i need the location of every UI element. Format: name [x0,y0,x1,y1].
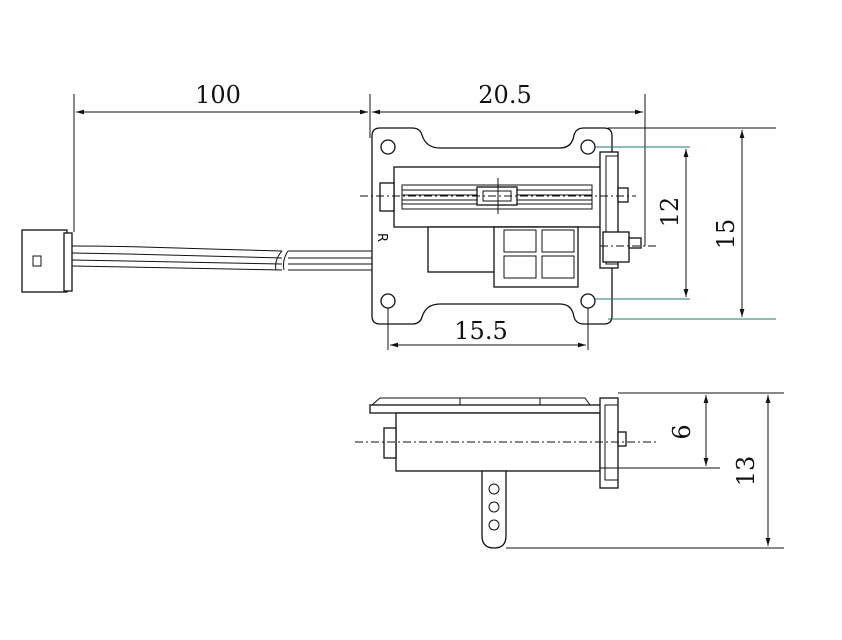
side-view [355,397,656,549]
dim-label-13: 13 [732,456,760,487]
connector [21,229,73,293]
dimension-hole-spacing-h: 15.5 [387,308,589,350]
dimension-side-body: 6 [600,392,720,469]
top-view: R [21,127,656,325]
dimension-side-total: 13 [506,392,784,549]
cable [71,245,407,271]
dimension-body-width: 20.5 [372,81,646,246]
dim-label-12: 12 [656,197,684,228]
dimension-hole-spacing-v: 12 [595,146,690,300]
dimension-body-height: 15 [608,127,776,320]
mount-hole-icon [380,139,396,155]
side-gear-block [599,397,619,489]
dim-label-15-5: 15.5 [454,317,507,345]
dim-label-100: 100 [195,81,241,109]
dimension-cable-length: 100 [73,81,371,232]
servo-horn [481,470,507,549]
output-shaft [602,231,630,263]
r-mark: R [374,233,389,242]
dim-label-6: 6 [668,424,696,439]
dim-label-20-5: 20.5 [478,81,531,109]
dim-label-15: 15 [712,219,740,250]
side-plate [369,404,616,414]
